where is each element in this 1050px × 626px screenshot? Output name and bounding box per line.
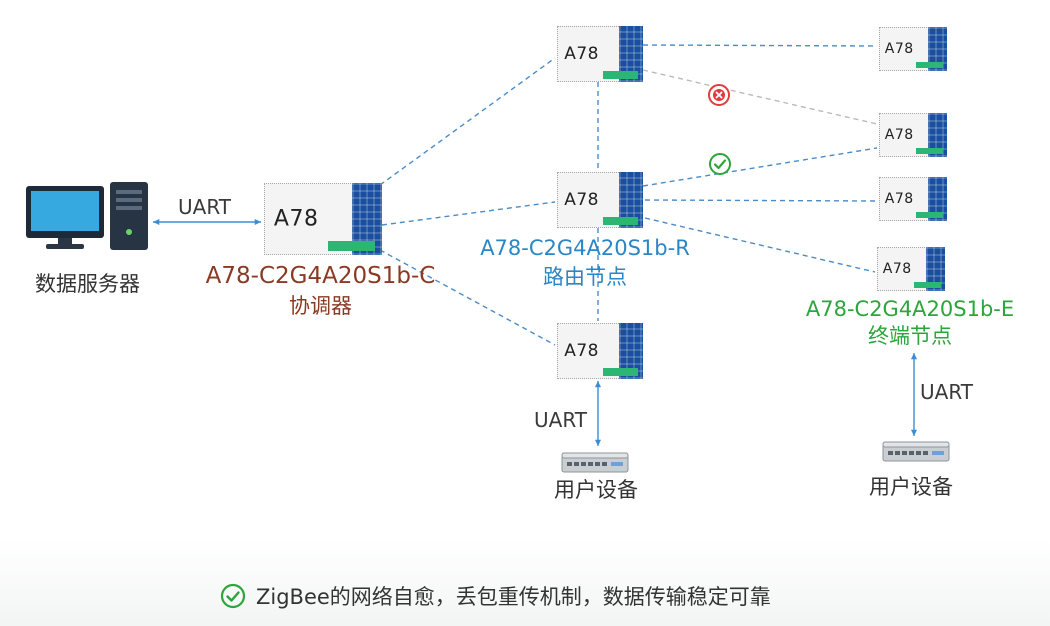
uart-link-router-device-arrowhead [594,439,602,446]
server-label: 数据服务器 [35,272,140,296]
network-diagram: 数据服务器 A78 A78-C2G4A20S1b-C 协调器 A78 A78 A… [22,26,1015,502]
link-router-middle-end-3 [644,199,878,202]
end-device-module-4[interactable]: A78 [877,247,945,291]
link-router-top-end-1 [642,44,878,47]
link-layer [153,44,918,446]
uart-label-router: UART [534,408,587,432]
server-computer-icon [22,180,152,252]
antenna-icon [928,27,947,71]
end-device-module-label: A78 [884,127,914,143]
coordinator-module-label: A78 [273,206,319,232]
link-coordinator-router-middle [381,201,556,226]
router-module-top[interactable]: A78 [557,26,643,82]
user-device-switch-icon [561,452,629,474]
end-device-module-1[interactable]: A78 [879,27,947,71]
coordinator-model-label: A78-C2G4A20S1b-C [205,263,436,289]
antenna-icon [928,113,947,157]
uart-link-server-coordinator-arrowhead [254,218,261,226]
end-device-role-label: 终端节点 [868,324,952,348]
antenna-icon [926,247,945,291]
footer-text: ZigBee的网络自愈，丢包重传机制，数据传输稳定可靠 [256,585,771,609]
user-device-label-router: 用户设备 [554,478,638,502]
link-coordinator-router-top [379,57,556,186]
uart-link-server-coordinator-arrowhead [153,218,160,226]
router-model-label: A78-C2G4A20S1b-R [480,236,690,260]
router-module-label: A78 [564,341,599,361]
uart-label-server: UART [178,195,231,219]
user-device-label-end-device: 用户设备 [869,475,953,499]
end-device-module-2[interactable]: A78 [879,113,947,157]
end-device-module-label: A78 [884,191,914,207]
router-module-bottom[interactable]: A78 [557,323,643,379]
link-router-top-end-2-broken [642,69,878,125]
uart-link-end-device-arrowhead [910,429,918,436]
uart-link-end-device-arrowhead [910,353,918,360]
uart-link-router-device-arrowhead [594,381,602,388]
end-device-model-label: A78-C2G4A20S1b-E [805,297,1015,321]
uart-label-end-device: UART [920,380,973,404]
coordinator-role-label: 协调器 [289,294,352,318]
check-circle-icon [220,583,246,609]
end-device-module-label: A78 [884,41,914,57]
x-circle-icon [707,83,731,107]
antenna-icon [928,177,947,221]
footer-banner: ZigBee的网络自愈，丢包重传机制，数据传输稳定可靠 [0,540,1050,626]
end-device-module-3[interactable]: A78 [879,177,947,221]
end-device-module-label: A78 [882,261,912,277]
check-circle-icon [708,152,732,176]
router-role-label: 路由节点 [543,265,627,289]
router-module-middle[interactable]: A78 [557,172,643,228]
router-module-label: A78 [564,44,599,64]
link-router-middle-end-4 [644,217,876,273]
link-coordinator-router-bottom [379,249,556,346]
coordinator-module[interactable]: A78 [264,183,382,255]
user-device-switch-icon [882,441,950,463]
router-module-label: A78 [564,190,599,210]
link-router-middle-end-2-healed [642,147,878,187]
